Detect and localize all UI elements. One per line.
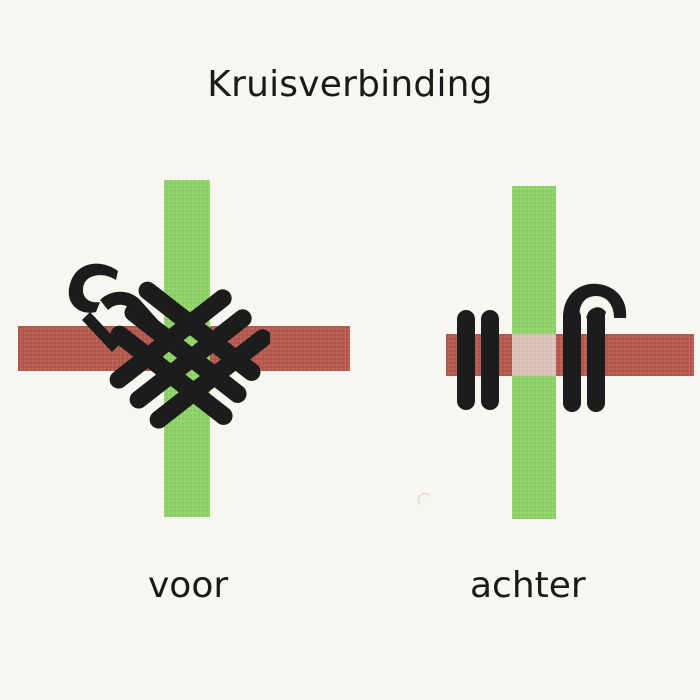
back-rope-lashing [457,283,627,412]
back-view [417,186,694,519]
front-horizontal-pole-right [270,326,350,371]
caption-front: voor [148,565,229,606]
caption-back: achter [470,565,586,606]
diagram-title: Kruisverbinding [207,64,493,105]
back-crossing-area [512,334,556,376]
front-view [18,180,350,517]
front-rope-lashing [68,263,272,429]
back-small-mark [417,492,431,505]
